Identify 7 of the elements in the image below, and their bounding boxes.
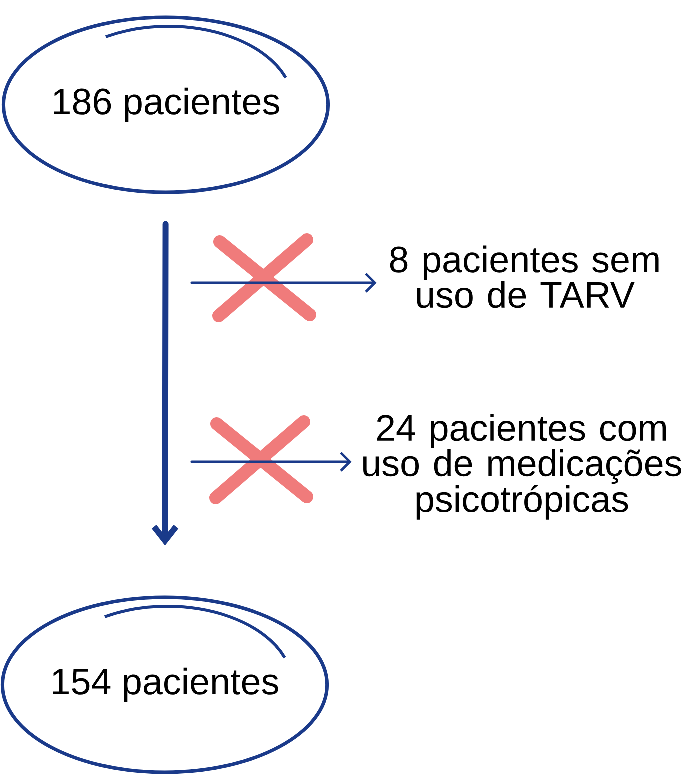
ellipse-node: 154 pacientes: [0, 596, 330, 774]
arrow: [152, 221, 179, 546]
note-text: 8 pacientes sem uso de TARV: [390, 246, 659, 308]
ellipse-node: 186 pacientes: [2, 16, 330, 194]
arrow: [190, 273, 377, 293]
note-text: 24 pacientes com uso de medicações psicotrópicas: [364, 414, 682, 520]
arrow: [190, 452, 352, 472]
